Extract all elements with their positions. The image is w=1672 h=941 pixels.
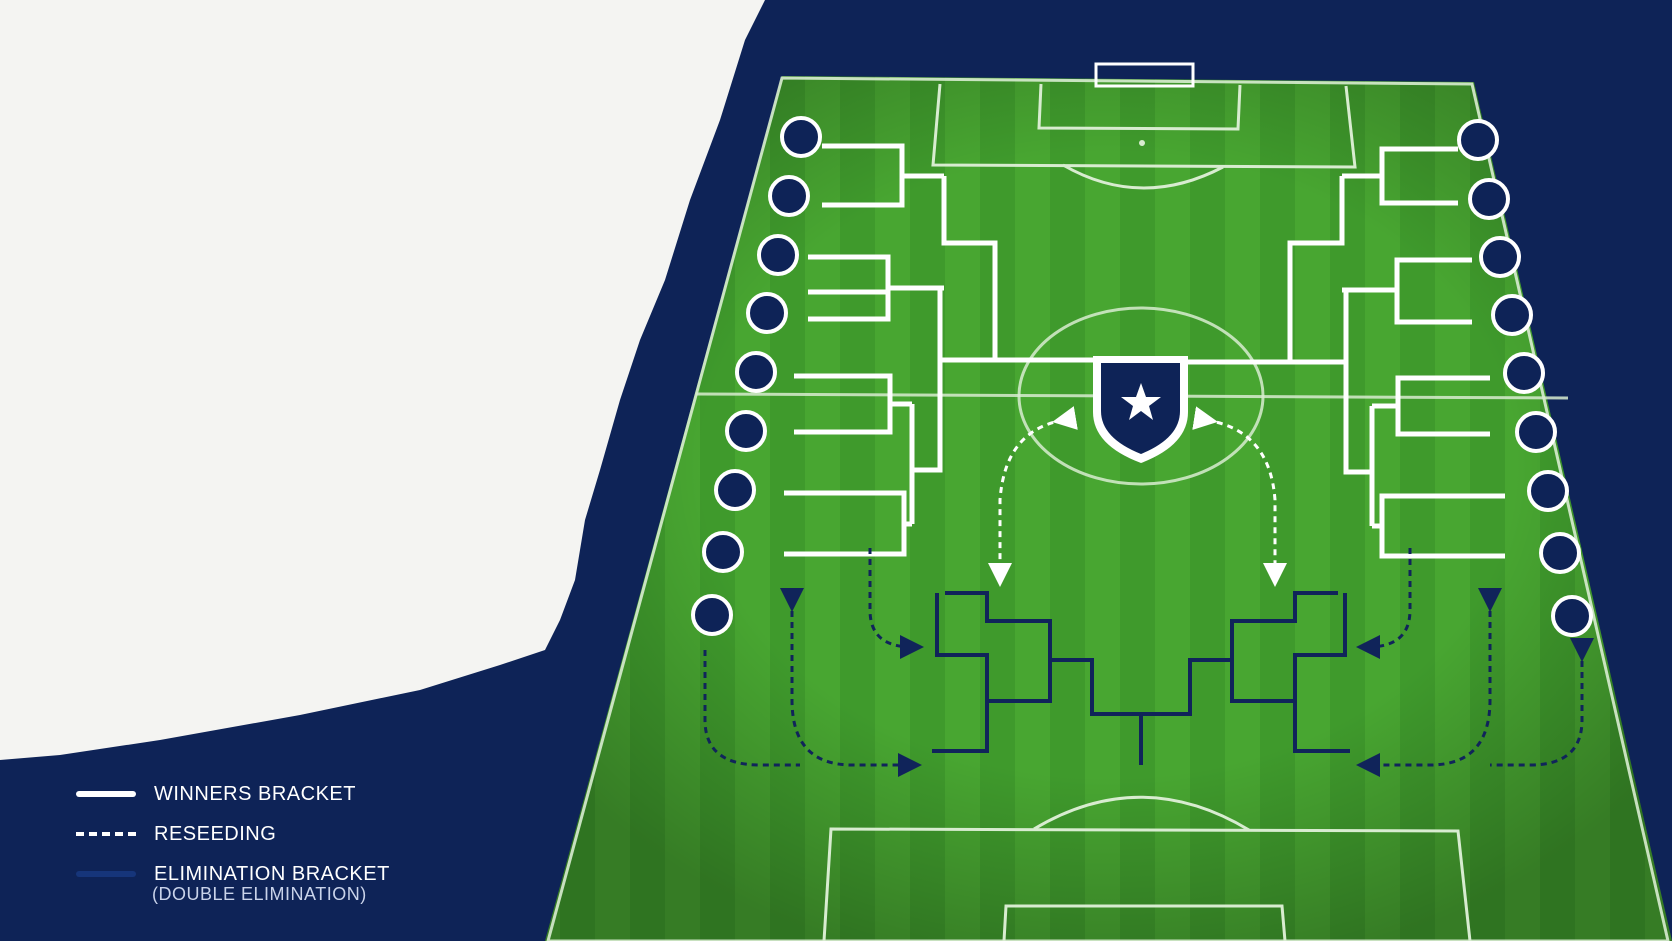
legend-row-reseeding: RESEEDING — [76, 814, 390, 854]
team-slot — [1479, 236, 1521, 278]
paint-splash — [0, 0, 765, 760]
team-slot — [702, 531, 744, 573]
legend-reseeding-label: RESEEDING — [154, 822, 277, 845]
elimination-bracket — [932, 591, 1350, 765]
team-slot — [746, 292, 788, 334]
team-slot — [714, 469, 756, 511]
legend-row-elimination: ELIMINATION BRACKET — [76, 854, 390, 894]
reseeding-line-swatch — [76, 832, 136, 836]
team-slot — [691, 594, 733, 636]
winners-line-swatch — [76, 791, 136, 797]
legend-elimination-label: ELIMINATION BRACKET — [154, 862, 390, 885]
team-slot — [1515, 411, 1557, 453]
team-slots-right — [1457, 119, 1593, 637]
legend-winners-label: WINNERS BRACKET — [154, 782, 356, 805]
team-slot — [735, 351, 777, 393]
team-slot — [1468, 178, 1510, 220]
legend-elimination-note: (DOUBLE ELIMINATION) — [152, 884, 367, 904]
team-slot — [780, 116, 822, 158]
elimination-line-swatch — [76, 871, 136, 877]
winners-bracket — [784, 143, 1505, 559]
team-slot — [1457, 119, 1499, 161]
paint-brush-edge — [0, 38, 132, 127]
team-slot — [1527, 470, 1569, 512]
team-slot — [1539, 532, 1581, 574]
team-slot — [1551, 595, 1593, 637]
team-slot — [1491, 294, 1533, 336]
team-slot — [725, 410, 767, 452]
team-slot — [1503, 352, 1545, 394]
legend-row-winners: WINNERS BRACKET — [76, 774, 390, 814]
legend: WINNERS BRACKET RESEEDING ELIMINATION BR… — [76, 774, 390, 905]
team-slots-left — [691, 116, 822, 636]
team-slot — [757, 234, 799, 276]
reseeding-arrows — [988, 406, 1287, 587]
team-slot — [768, 175, 810, 217]
shield-star-icon — [1093, 356, 1188, 463]
elimination-feed-arrows — [703, 548, 1594, 777]
